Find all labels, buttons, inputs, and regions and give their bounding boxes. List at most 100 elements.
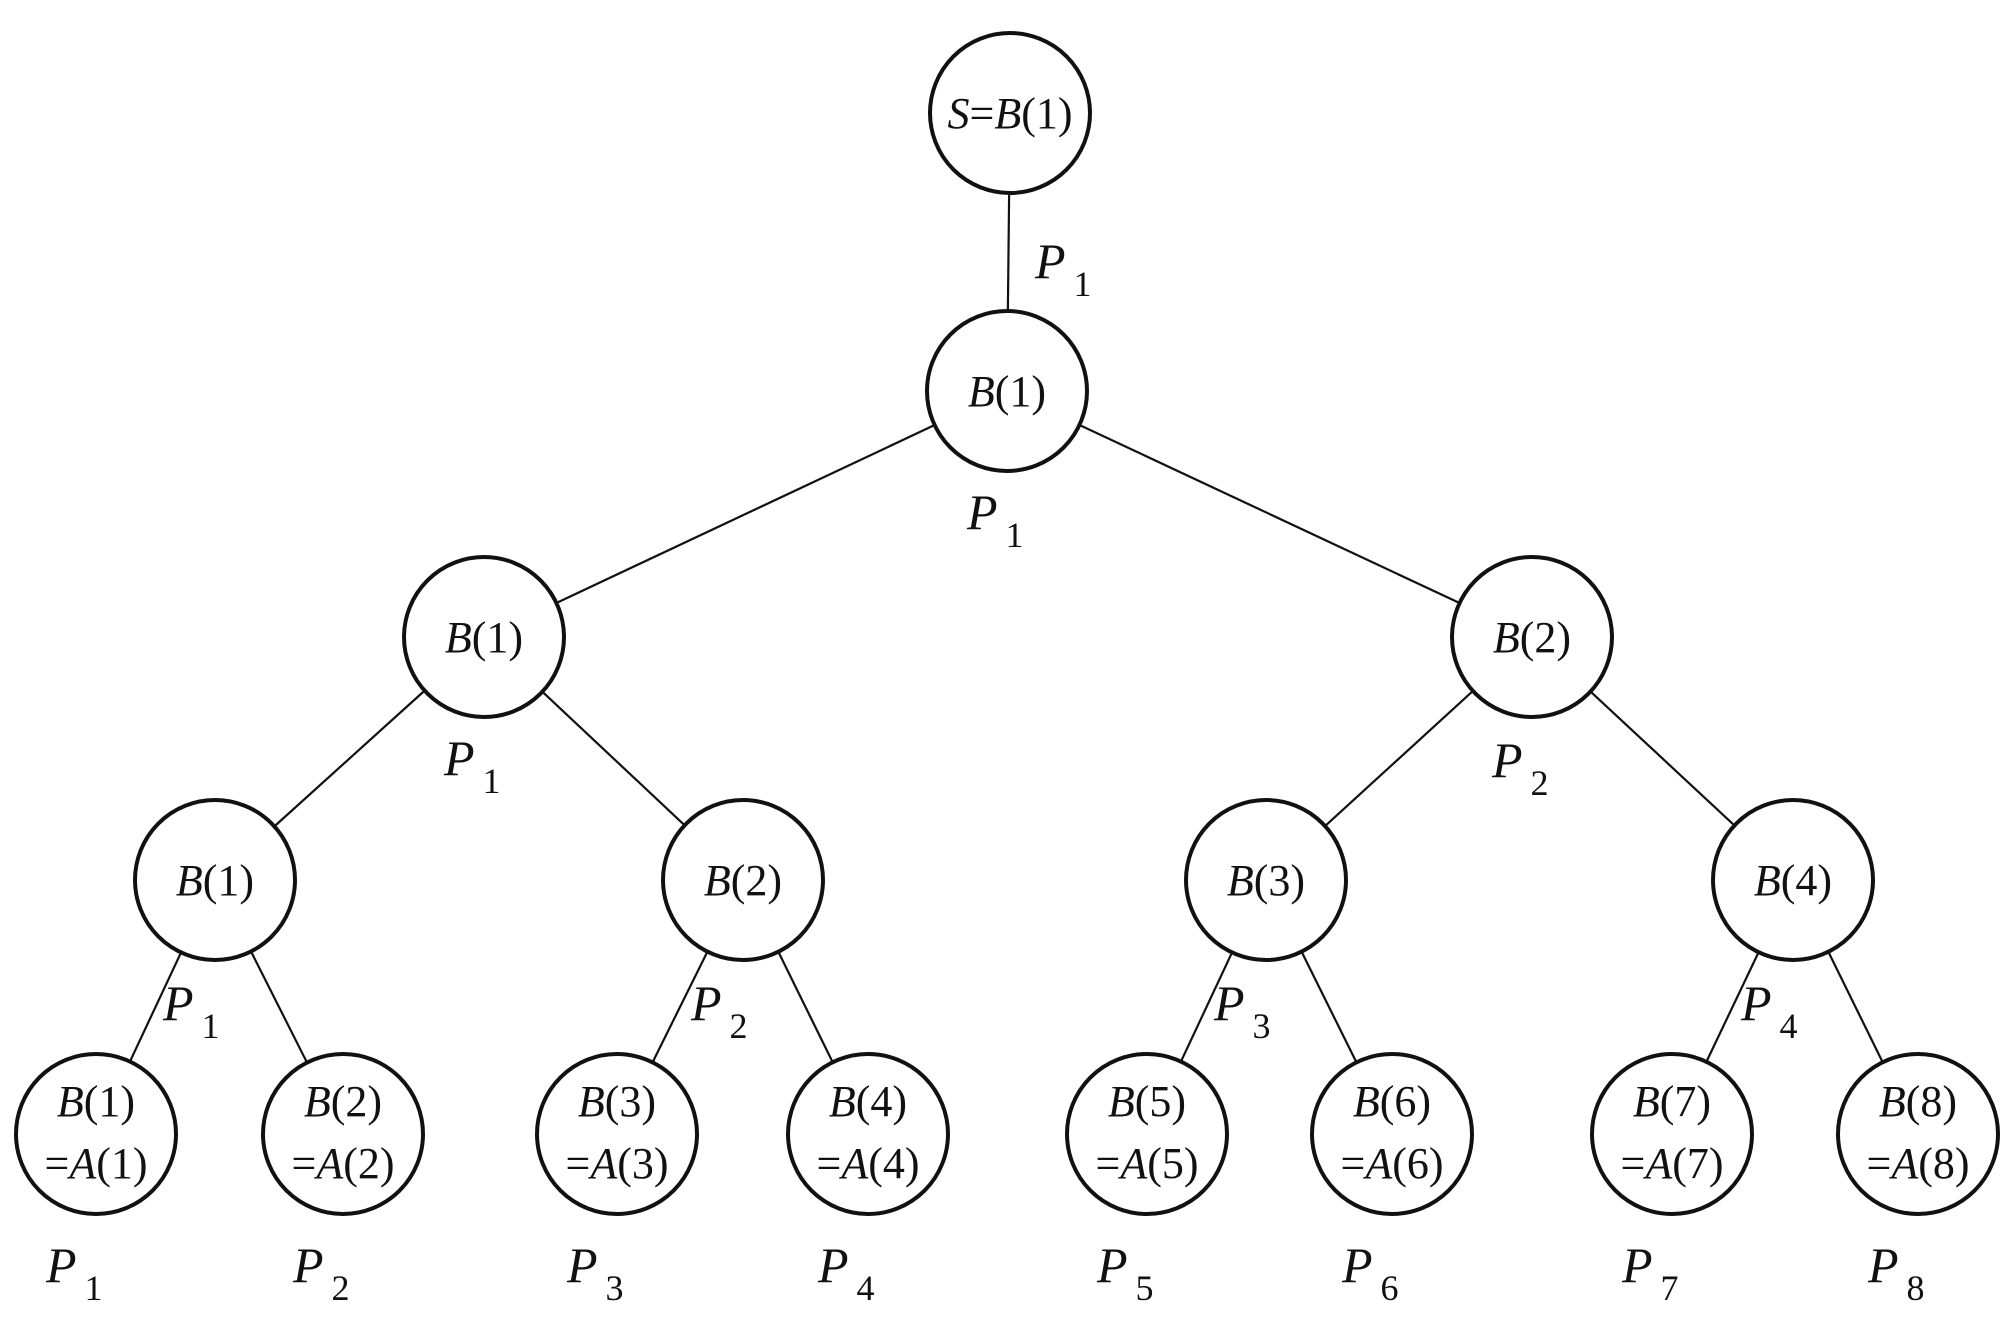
node-label: =A(4) — [816, 1139, 919, 1188]
processor-letter: P — [1096, 1237, 1128, 1293]
node-label-part: A — [1117, 1139, 1148, 1188]
node-circle — [1450, 555, 1614, 719]
processor-index: 8 — [1907, 1268, 1925, 1308]
node-label: B(1) — [445, 613, 523, 662]
node-label-part: A — [1888, 1139, 1919, 1188]
node-label: B(1) — [176, 856, 254, 905]
node-label-part: (3) — [605, 1077, 656, 1126]
node-circle — [661, 798, 825, 962]
processor-index: 1 — [85, 1268, 103, 1308]
node-label-part: A — [66, 1139, 97, 1188]
processor-letter: P — [1621, 1237, 1653, 1293]
node-label-part: (4) — [868, 1139, 919, 1188]
node-label-part: B — [304, 1077, 331, 1126]
node-label-part: = — [565, 1139, 590, 1188]
processor-letter: P — [1341, 1237, 1373, 1293]
edge-l1-l2b — [1078, 423, 1461, 605]
nodes-layer: S=B(1)B(1)B(1)B(2)B(1)B(2)B(3)B(4)B(1)=A… — [14, 31, 2000, 1216]
node-label: B(1) — [968, 367, 1046, 416]
edge-l3b-leaf3 — [651, 951, 709, 1063]
node-label-part: B — [176, 856, 203, 905]
edge-l3a-leaf2 — [250, 950, 308, 1064]
node-label: B(8) — [1879, 1077, 1957, 1126]
processor-letter: P — [966, 484, 998, 540]
node-label-part: = — [1866, 1139, 1891, 1188]
node-label-part: (6) — [1380, 1077, 1431, 1126]
node-label: B(4) — [829, 1077, 907, 1126]
edge-l3b-leaf4 — [777, 951, 834, 1063]
node-label-part: = — [969, 89, 994, 138]
edge-l2b-l3d — [1589, 690, 1736, 827]
processor-letter: P — [162, 975, 194, 1031]
node-label: =A(2) — [291, 1139, 394, 1188]
node-label-part: (1) — [84, 1077, 135, 1126]
node-label-part: A — [587, 1139, 618, 1188]
tree-node-l2a: B(1) — [402, 555, 566, 719]
node-label-part: B — [57, 1077, 84, 1126]
processor-letter: P — [1034, 233, 1066, 289]
edge-l2a-l3b — [541, 690, 686, 827]
node-label-part: (5) — [1147, 1139, 1198, 1188]
node-label-part: B — [704, 856, 731, 905]
tree-node-leaf8: B(8)=A(8) — [1836, 1052, 2000, 1216]
node-label-part: = — [291, 1139, 316, 1188]
node-label-part: B — [1493, 613, 1520, 662]
node-label: B(6) — [1353, 1077, 1431, 1126]
tree-node-leaf1: B(1)=A(1) — [14, 1052, 178, 1216]
node-label-part: (3) — [617, 1139, 668, 1188]
node-label-part: (6) — [1392, 1139, 1443, 1188]
node-label-part: A — [1642, 1139, 1673, 1188]
node-label-part: B — [445, 613, 472, 662]
edge-l3c-leaf5 — [1179, 951, 1234, 1063]
node-label: B(3) — [578, 1077, 656, 1126]
node-label-part: B — [1227, 856, 1254, 905]
node-label: B(2) — [304, 1077, 382, 1126]
tree-node-leaf6: B(6) =A(6) — [1310, 1052, 1474, 1216]
node-label: =A(6) — [1340, 1139, 1443, 1188]
node-label-part: B — [1633, 1077, 1660, 1126]
node-label-part: = — [1095, 1139, 1120, 1188]
tree-node-l1: B(1) — [925, 309, 1089, 473]
processor-letter: P — [1740, 975, 1772, 1031]
node-label-part: (1) — [203, 856, 254, 905]
edges-layer — [128, 192, 1884, 1064]
processor-letter: P — [45, 1237, 77, 1293]
node-label-part: B — [829, 1077, 856, 1126]
processor-letter: P — [1213, 975, 1245, 1031]
edge-l3d-leaf8 — [1827, 951, 1884, 1063]
node-label: B(2) — [704, 856, 782, 905]
node-label-part: (7) — [1672, 1139, 1723, 1188]
node-label-part: (8) — [1918, 1139, 1969, 1188]
tree-node-leaf2: B(2) =A(2) — [261, 1052, 425, 1216]
node-label: B(5) — [1108, 1077, 1186, 1126]
edge-l3c-leaf6 — [1300, 951, 1358, 1063]
node-label-part: S — [947, 89, 969, 138]
processor-index: 2 — [332, 1268, 350, 1308]
processor-index: 1 — [483, 761, 501, 801]
node-label-part: (5) — [1135, 1077, 1186, 1126]
node-label-part: (1) — [96, 1139, 147, 1188]
node-label-part: (4) — [856, 1077, 907, 1126]
processor-letter: P — [690, 975, 722, 1031]
node-label-part: (8) — [1906, 1077, 1957, 1126]
node-label-part: (1) — [1021, 89, 1072, 138]
processor-index: 3 — [606, 1268, 624, 1308]
node-label-part: (4) — [1781, 856, 1832, 905]
node-label: B(1) — [57, 1077, 135, 1126]
node-circle — [928, 31, 1092, 195]
node-circle — [14, 1052, 178, 1216]
node-label-part: (3) — [1254, 856, 1305, 905]
tree-node-leaf4: B(4)=A(4) — [786, 1052, 950, 1216]
tree-node-root: S=B(1) — [928, 31, 1092, 195]
tree-node-leaf3: B(3)=A(3) — [535, 1052, 699, 1216]
processor-index: 7 — [1661, 1268, 1679, 1308]
